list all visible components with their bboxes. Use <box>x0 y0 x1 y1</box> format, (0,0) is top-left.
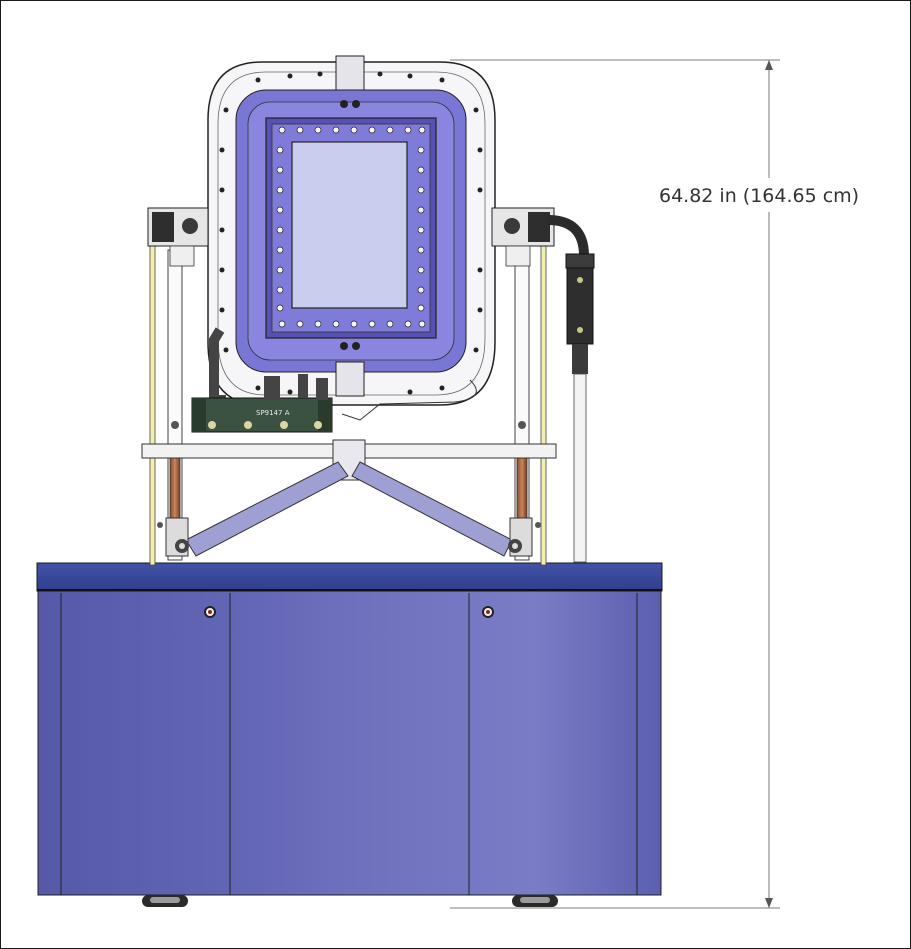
cabinet-body <box>37 589 662 896</box>
chamber-window <box>291 141 408 309</box>
height-dimension-label: 64.82 in (164.65 cm) <box>659 185 859 207</box>
cabinet-top <box>36 562 663 592</box>
dimension-arrow-top <box>765 60 773 70</box>
cabinet <box>36 562 663 907</box>
manifold-label: SP9147 A <box>256 409 290 417</box>
pivot-left <box>147 207 209 267</box>
height-dimension: 64.82 in (164.65 cm) <box>450 59 882 909</box>
dimension-arrow-bottom <box>765 898 773 908</box>
stand <box>141 224 557 566</box>
left-manifold: SP9147 A <box>191 327 333 433</box>
pipe-assembly <box>547 215 595 563</box>
chamber-assembly <box>207 55 496 421</box>
caster-left <box>142 895 188 907</box>
caster-right <box>512 895 558 907</box>
pivot-right <box>491 207 555 267</box>
